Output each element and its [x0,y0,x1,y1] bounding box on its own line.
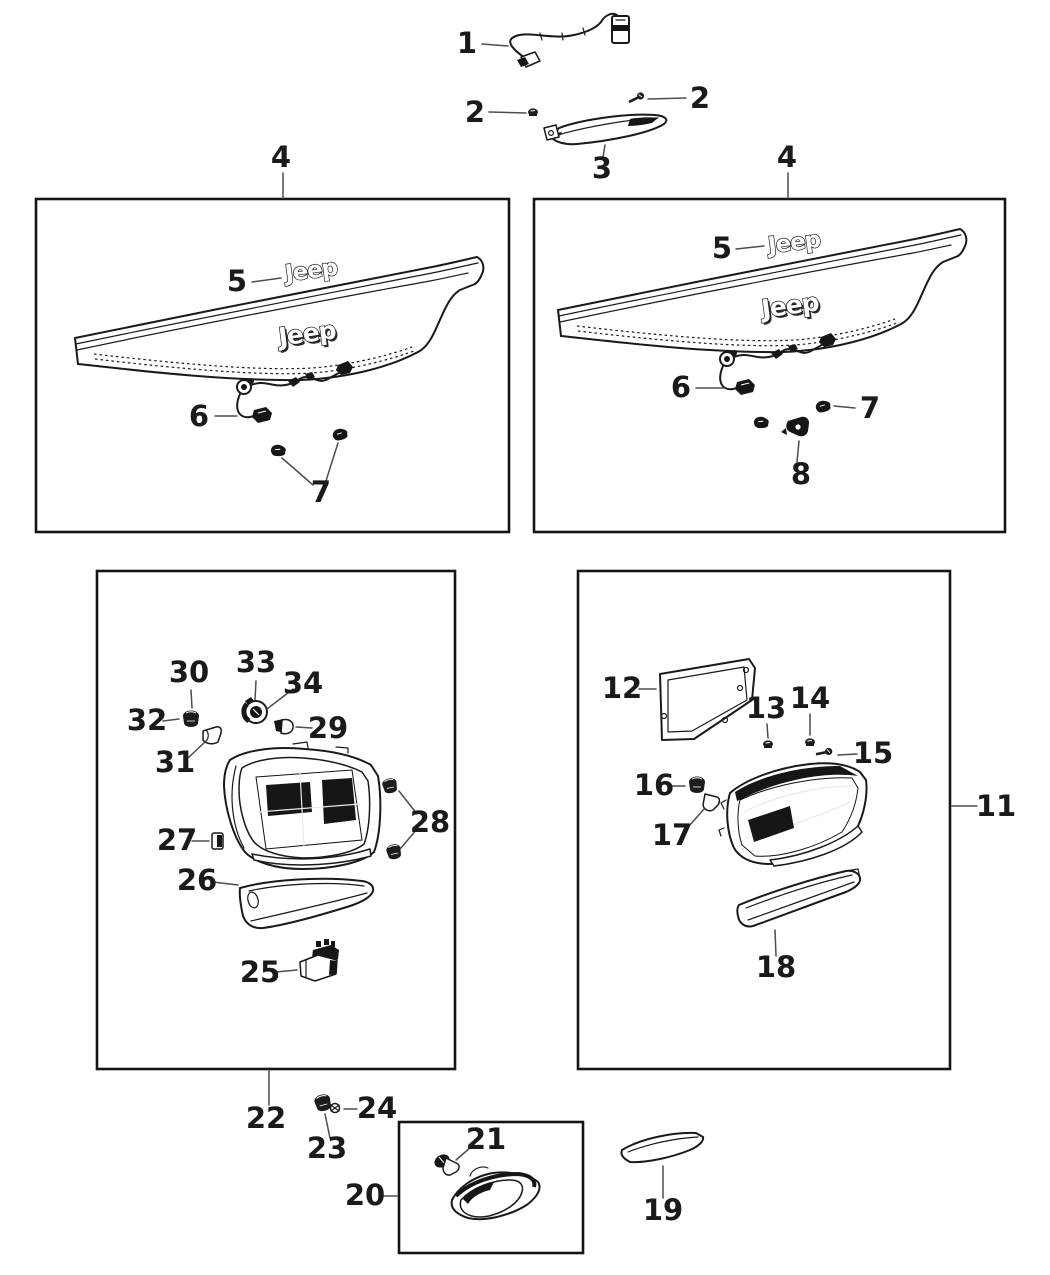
callout-label-28: 28 [410,805,450,839]
callout-label-15: 15 [853,736,893,770]
callout-label-31: 31 [155,745,195,779]
part-7-clip-b [331,427,349,442]
callout-label-21: 21 [466,1122,506,1156]
callout-label-8: 8 [791,457,811,491]
leader-2-right [647,97,687,100]
callout-label-22: 22 [246,1101,286,1135]
part-31-bulb [202,726,222,745]
leader-3 [602,144,606,158]
part-26-trim [238,877,375,930]
callout-label-1: 1 [457,26,477,60]
part-21-bulb [434,1154,460,1176]
part-24-screw [329,1102,341,1114]
callout-label-14: 14 [790,681,830,715]
part-30-socket [182,710,200,728]
top-section [481,12,687,158]
part-19-applique [620,1131,705,1164]
callout-label-7-left: 7 [311,475,331,509]
part-23-socket [312,1092,334,1114]
callout-label-20: 20 [345,1178,385,1212]
part-17-bulb [702,793,721,812]
part-28-socket-upper [380,776,399,795]
inner-tail-lamp [718,762,868,867]
callout-label-16: 16 [634,768,674,802]
part-7-clip-a [269,443,287,458]
callout-label-5-right: 5 [712,231,732,265]
leader-2-left [488,111,527,114]
part-15-screw [814,743,835,760]
callout-label-12: 12 [602,671,642,705]
callout-label-33: 33 [236,645,276,679]
lens-details [231,741,372,866]
applique-assembly: Jeep Jeep Jeep [74,254,485,458]
callout-labels: 1 2 2 3 4 4 5 5 6 6 7 7 8 11 12 13 14 15… [127,26,1016,1227]
part-25-connector [299,939,339,982]
part-29-bulb [273,718,294,735]
right-applique-box-outline [532,197,1007,534]
lens-details [718,785,863,867]
callout-label-18: 18 [756,950,796,984]
part-14-nut [804,737,816,747]
leader-1 [481,43,509,47]
lamp-details [543,117,659,141]
callout-label-6-right: 6 [671,370,691,404]
callout-label-19: 19 [643,1193,683,1227]
part-33-ring-socket [241,697,268,724]
outer-tail-lamp-group [162,680,418,982]
harness-wire [509,12,618,61]
applique-panel [74,256,485,382]
bottom-leaders [324,1108,664,1199]
callout-label-25: 25 [240,955,280,989]
callout-label-27: 27 [157,823,197,857]
callout-label-24: 24 [357,1091,397,1125]
callout-label-3: 3 [592,151,612,185]
callout-label-5-left: 5 [227,264,247,298]
callout-label-4-right: 4 [777,140,797,174]
inner-tail-lamp-group [638,658,868,957]
applique-assembly-right [558,227,966,430]
callout-label-13: 13 [746,691,786,725]
left-lamp-leaders [162,680,418,973]
part-2-screw-right [627,91,646,104]
bottom-section [268,1069,705,1255]
part-18-trim [736,868,862,928]
part-12-bracket [659,658,756,741]
left-applique-box-outline [34,197,511,534]
callout-label-7-right: 7 [860,391,880,425]
part-6-harness [236,361,353,423]
callout-label-30: 30 [169,655,209,689]
callout-label-26: 26 [177,863,217,897]
part-8-camera [781,416,809,437]
part-20-backup-lamp [450,1166,541,1221]
left-applique-leaders [214,277,339,486]
outer-tail-lamp [223,741,382,870]
part-5-emblem: Jeep [282,255,340,288]
callout-label-34: 34 [283,666,323,700]
part-16-socket [688,776,706,794]
callout-label-29: 29 [308,711,348,745]
callout-label-6-left: 6 [189,399,209,433]
harness-details [517,15,630,68]
part-13-nut [762,739,774,749]
callout-label-17: 17 [652,818,692,852]
callout-label-23: 23 [307,1131,347,1165]
left-tail-lamp-box-outline [95,569,457,1071]
part-27-bracket [211,832,224,850]
right-applique-leaders [695,245,856,463]
callout-label-32: 32 [127,703,167,737]
callout-label-4-left: 4 [271,140,291,174]
right-lamp-leaders [638,688,858,957]
part-2-screw-left [527,107,539,117]
callout-label-2-left: 2 [465,95,485,129]
callout-label-11: 11 [976,789,1016,823]
part-28-socket-lower [384,842,403,861]
callout-label-2-right: 2 [690,81,710,115]
part-3-high-mount-stop-lamp [543,113,668,146]
part-1-wiring-harness [509,12,630,68]
right-tail-lamp-box-outline [576,569,952,1071]
backup-lamp-box-outline [397,1120,585,1255]
